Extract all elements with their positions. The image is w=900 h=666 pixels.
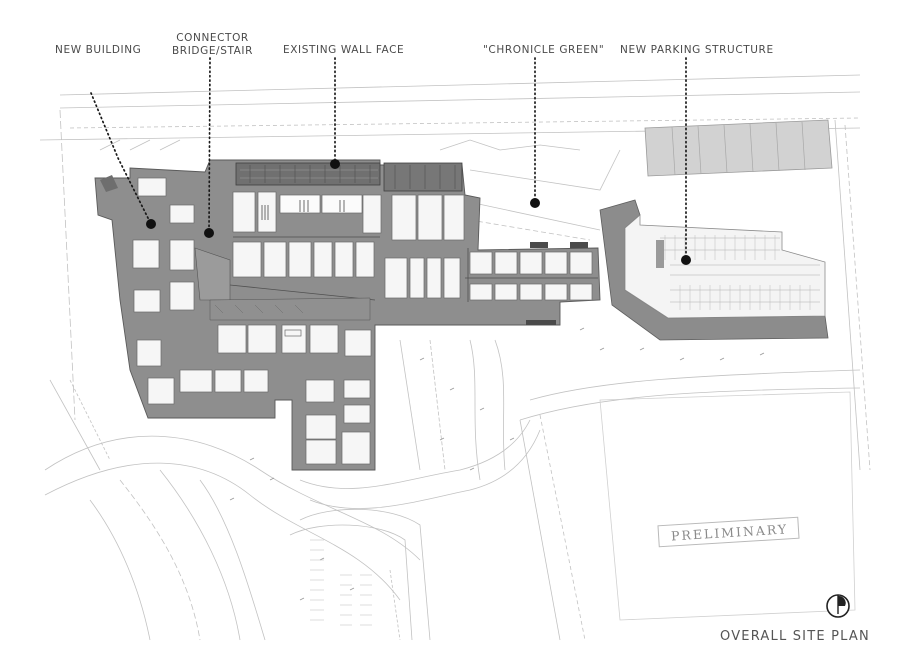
callout-connector-line-2: BRIDGE/STAIR [172,45,254,57]
north-arrow-icon [826,594,850,618]
marker-dot-icon [204,228,214,238]
parking-stalls-south [310,539,372,626]
building-complex [94,159,601,471]
sheet-title: OVERALL SITE PLAN [720,629,870,644]
callout-chronicle-green: "CHRONICLE GREEN" [483,44,605,56]
marker-dot-icons [146,159,691,265]
rooftop-solar-panels [644,119,833,177]
marker-dot-icon [530,198,540,208]
existing-wall-face-strip [235,162,381,186]
new-parking-structure-footprint [599,199,829,341]
callout-leaders [90,57,687,261]
existing-building-rooms [232,191,593,301]
callout-new-building: NEW BUILDING [55,44,142,56]
leader-connector [208,57,211,233]
leader-new-building [90,92,151,223]
site-accents [526,242,588,325]
marker-dot-icon [146,219,156,229]
new-building-rooms [132,177,372,465]
callout-connector-line-1: CONNECTOR [176,32,249,44]
marker-dot-icon [330,159,340,169]
marker-dot-icon [681,255,691,265]
site-context-linework [39,74,871,641]
callout-new-parking-structure: NEW PARKING STRUCTURE [620,44,774,56]
callout-connector: CONNECTOR BRIDGE/STAIR [172,32,253,58]
callout-existing-wall-face: EXISTING WALL FACE [283,44,405,56]
